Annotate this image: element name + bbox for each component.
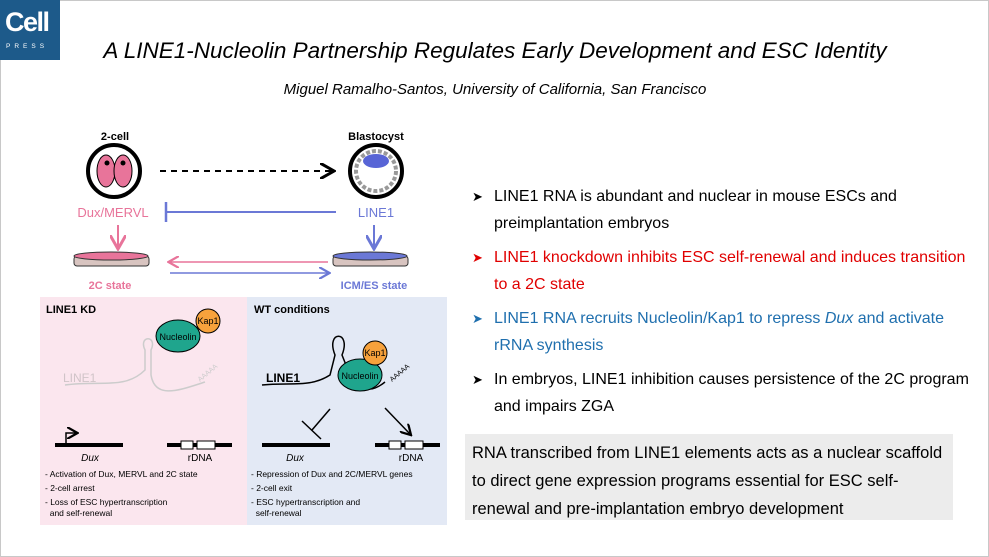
- bullet-text: and activate rRNA synthesis: [494, 310, 944, 354]
- bullet-text: LINE1 RNA is abundant and nuclear in mou…: [494, 188, 897, 232]
- wt-note: - Repression of Dux and 2C/MERVL genes: [251, 469, 413, 479]
- kd-panel: [40, 297, 247, 525]
- arrowhead-bullet-icon: ➤: [472, 311, 483, 326]
- label-icm-es-state: ICM/ES state: [341, 280, 408, 292]
- repression-symbol: [301, 408, 331, 440]
- wt-nucleolin-label: Nucleolin: [341, 371, 378, 381]
- wt-note: self-renewal: [251, 508, 302, 518]
- bullet-text: LINE1 RNA recruits Nucleolin/Kap1 to rep…: [494, 310, 825, 327]
- bullet-text-italic: Dux: [824, 310, 854, 327]
- inhibition-line: [164, 202, 336, 222]
- kd-kap1-label: Kap1: [197, 316, 218, 326]
- kd-dux-gene-icon: [55, 443, 123, 447]
- kap1-icon: [362, 340, 388, 366]
- kd-note: and self-renewal: [45, 508, 112, 518]
- label-2c-state: 2C state: [89, 280, 132, 292]
- kd-line1-label: LINE1: [63, 371, 97, 385]
- label-blastocyst: Blastocyst: [348, 131, 404, 143]
- wt-note: - ESC hypertranscription and: [251, 497, 360, 507]
- wt-kap1-label: Kap1: [364, 348, 385, 358]
- wt-panel: [247, 297, 447, 525]
- arrowhead-bullet-icon: ➤: [472, 250, 483, 265]
- kd-nucleolin-label: Nucleolin: [159, 332, 196, 342]
- graphical-abstract: 2-cell Blastocyst Dux/MERVL LINE1 2C sta…: [40, 131, 447, 525]
- bullet-text: In embryos, LINE1 inhibition causes pers…: [494, 371, 969, 415]
- wt-line1-label: LINE1: [266, 371, 300, 385]
- label-line1: LINE1: [358, 205, 394, 220]
- bullet-text: LINE1 knockdown inhibits ESC self-renewa…: [494, 249, 966, 293]
- summary-box: RNA transcribed from LINE1 elements acts…: [465, 434, 953, 520]
- dish-2c-icon: [73, 251, 150, 267]
- dish-es-icon: [332, 251, 409, 267]
- wt-heading: WT conditions: [254, 304, 330, 316]
- label-dux-mervl: Dux/MERVL: [77, 205, 148, 220]
- bullet-item: ➤ LINE1 RNA recruits Nucleolin/Kap1 to r…: [472, 305, 972, 359]
- nucleolin-icon: [337, 358, 383, 392]
- wt-dux-gene-icon: [262, 443, 330, 447]
- kd-dux-label: Dux: [81, 453, 100, 464]
- blastocyst-icon: [348, 143, 404, 199]
- cell-press-logo: Cell PRESS: [0, 0, 60, 60]
- logo-word: Cell: [5, 7, 50, 37]
- nucleolin-icon: [155, 319, 201, 353]
- activation-arrow: [384, 407, 410, 434]
- slide-subtitle: Miguel Ramalho-Santos, University of Cal…: [283, 81, 707, 98]
- bullet-list: ➤ LINE1 RNA is abundant and nuclear in m…: [472, 183, 972, 427]
- kd-note: - Loss of ESC hypertranscription: [45, 497, 168, 507]
- kd-note: - 2-cell arrest: [45, 483, 95, 493]
- wt-rdna-label: rDNA: [399, 453, 424, 464]
- label-2-cell: 2-cell: [101, 131, 129, 143]
- kd-note: - Activation of Dux, MERVL and 2C state: [45, 469, 198, 479]
- bullet-item: ➤ In embryos, LINE1 inhibition causes pe…: [472, 366, 972, 420]
- kd-heading: LINE1 KD: [46, 304, 96, 316]
- arrowhead-bullet-icon: ➤: [472, 372, 483, 387]
- arrowhead-bullet-icon: ➤: [472, 189, 483, 204]
- wt-note: - 2-cell exit: [251, 483, 293, 493]
- wt-dux-label: Dux: [286, 453, 305, 464]
- slide-title: A LINE1-Nucleolin Partnership Regulates …: [103, 38, 887, 63]
- kap1-icon: [195, 308, 221, 334]
- kd-rdna-label: rDNA: [188, 453, 213, 464]
- bullet-item: ➤ LINE1 knockdown inhibits ESC self-rene…: [472, 244, 972, 298]
- bullet-item: ➤ LINE1 RNA is abundant and nuclear in m…: [472, 183, 972, 237]
- two-cell-embryo-icon: [86, 143, 142, 199]
- logo-sub: PRESS: [6, 43, 49, 50]
- kd-line1-rna-icon: [64, 338, 206, 392]
